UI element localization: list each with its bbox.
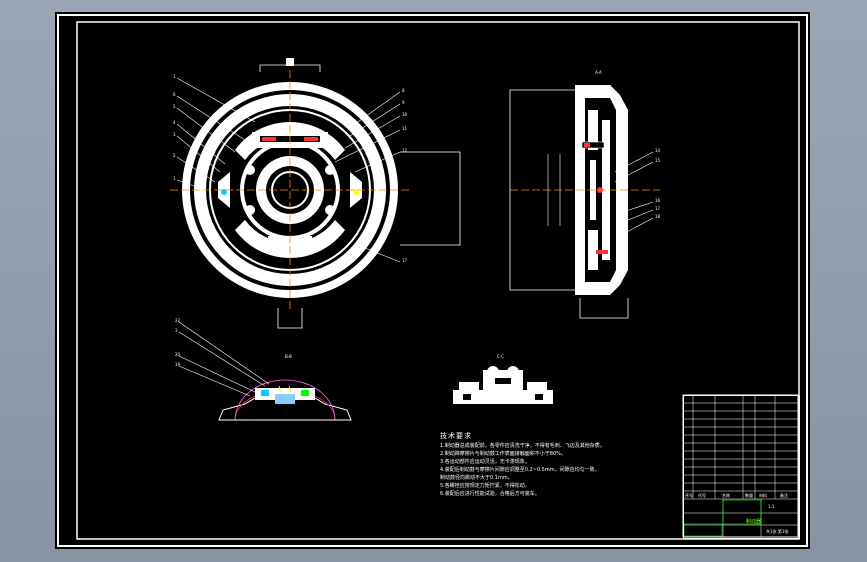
header-no: 序号 xyxy=(685,493,693,498)
notes-line-6: 5.各螺栓应按规定力矩拧紧，不得松动。 xyxy=(440,483,530,489)
notes-line-2: 2.制动蹄摩擦片与制动鼓工作表面接触面积不小于80%。 xyxy=(440,451,566,457)
technical-notes: 技术要求 1.制动器总成装配前，各零件应清洗干净，不得有毛刺、飞边及其他杂质。 … xyxy=(440,432,710,498)
svg-text:11: 11 xyxy=(402,126,408,131)
svg-text:1: 1 xyxy=(173,176,176,181)
notes-line-3: 3.各运动部件应运动灵活，无卡滞现象。 xyxy=(440,459,530,465)
header-code: 代号 xyxy=(698,493,706,498)
svg-text:22: 22 xyxy=(175,318,181,323)
title-block-grid xyxy=(682,394,799,538)
sheet-count: 共1张 第1张 xyxy=(766,529,789,534)
header-material: 材料 xyxy=(759,493,767,498)
svg-text:17: 17 xyxy=(655,206,661,211)
section-label-b: B-B xyxy=(285,354,292,359)
svg-text:17: 17 xyxy=(402,258,408,263)
notes-line-1: 1.制动器总成装配前，各零件应清洗干净，不得有毛刺、飞边及其他杂质。 xyxy=(440,443,605,449)
header-qty: 数量 xyxy=(745,493,753,498)
notes-line-5: 制动鼓径向跳动不大于0.1mm。 xyxy=(440,475,513,481)
notes-line-7: 6.装配后应进行性能试验，合格后方可装车。 xyxy=(440,491,540,497)
title-block-highlight xyxy=(683,523,723,537)
front-view-balloons: 1 6 5 4 3 2 1 8 9 10 11 12 17 xyxy=(173,74,408,263)
front-view-drum xyxy=(170,58,461,329)
svg-text:18: 18 xyxy=(655,214,661,219)
svg-text:4: 4 xyxy=(173,120,176,125)
drawing-name: 制动器 xyxy=(746,519,762,525)
front-view-leaders xyxy=(176,77,401,263)
detail-bb-leaders xyxy=(178,321,270,397)
svg-text:10: 10 xyxy=(402,112,408,117)
svg-text:20: 20 xyxy=(175,352,181,357)
header-name: 名称 xyxy=(722,493,730,498)
drawing-scale: 1:1 xyxy=(768,504,775,509)
title-block: 制动器 1:1 共1张 第1张 序号 代号 名称 数量 材料 备注 xyxy=(683,395,800,539)
svg-text:8: 8 xyxy=(402,88,405,93)
section-label-c: C-C xyxy=(497,354,504,359)
side-view-leaders xyxy=(614,151,654,235)
svg-text:14: 14 xyxy=(655,148,661,153)
svg-text:19: 19 xyxy=(175,362,181,367)
side-view-section xyxy=(509,85,660,319)
detail-section-cc xyxy=(453,366,553,404)
side-view-balloons: 14 15 16 17 18 xyxy=(655,148,661,219)
inner-frame xyxy=(76,21,800,540)
svg-text:15: 15 xyxy=(655,158,661,163)
svg-text:16: 16 xyxy=(655,198,661,203)
svg-text:9: 9 xyxy=(402,100,405,105)
svg-text:6: 6 xyxy=(173,92,176,97)
svg-text:1: 1 xyxy=(173,74,176,79)
svg-text:2: 2 xyxy=(173,153,176,158)
outer-frame xyxy=(57,14,808,547)
svg-text:3: 3 xyxy=(175,328,178,333)
detail-section-bb xyxy=(218,379,352,421)
header-remark: 备注 xyxy=(780,493,788,498)
notes-line-4: 4.装配后制动鼓与摩擦片间隙应调整至0.2~0.5mm，间隙应均匀一致。 xyxy=(440,467,600,473)
svg-text:12: 12 xyxy=(402,148,408,153)
notes-title: 技术要求 xyxy=(440,432,472,440)
section-label-a: A-A xyxy=(595,70,602,75)
svg-text:3: 3 xyxy=(173,132,176,137)
svg-text:5: 5 xyxy=(173,104,176,109)
